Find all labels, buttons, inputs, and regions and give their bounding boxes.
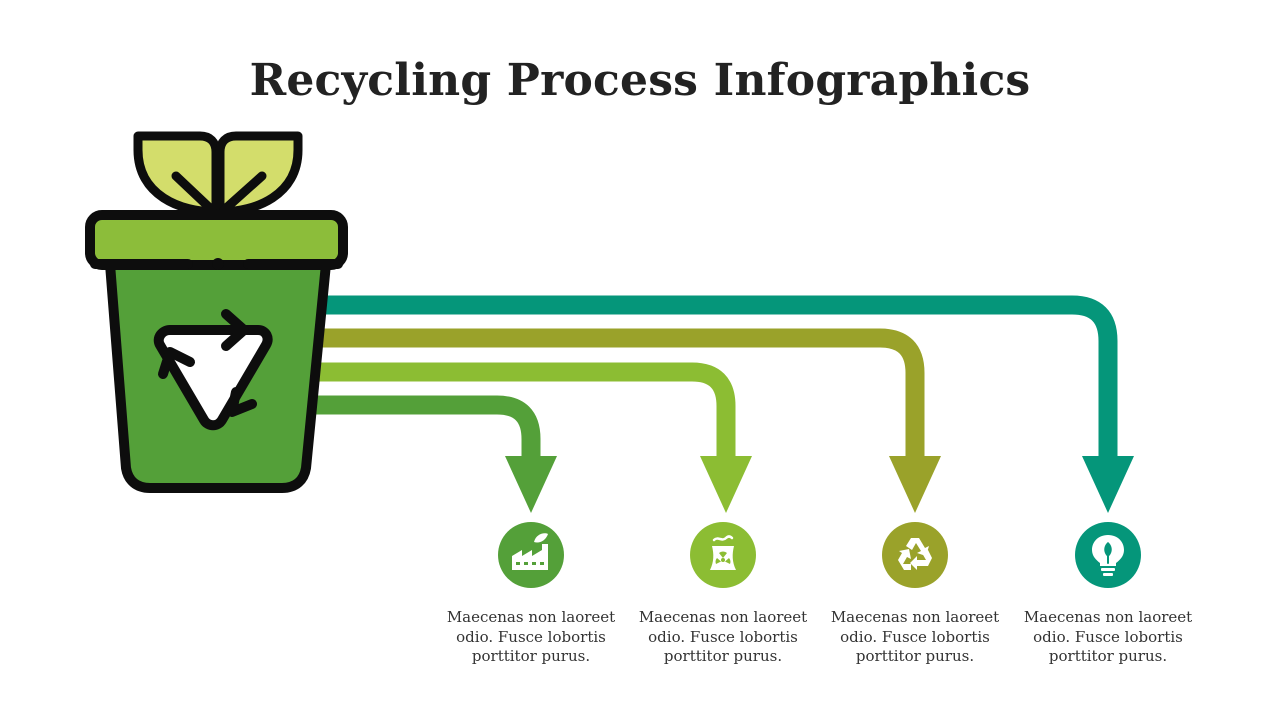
- arrowhead-1: [505, 456, 557, 513]
- arrowhead-2: [700, 456, 752, 513]
- page-title: Recycling Process Infographics: [249, 55, 1031, 106]
- flow-line-3: [300, 328, 925, 462]
- flow-arrowheads: [505, 456, 1134, 513]
- arrowhead-4: [1082, 456, 1134, 513]
- step-2-text: Maecenas non laoreet odio. Fusce loborti…: [638, 608, 808, 665]
- step-3-icon-circle: [882, 522, 948, 588]
- step-4-icon-circle: [1075, 522, 1141, 588]
- flow-line-1: [300, 395, 541, 462]
- step-1-icon-circle: [498, 522, 564, 588]
- flow-line-2: [300, 362, 736, 462]
- recycle-bin-icon: [85, 131, 348, 493]
- eco-bulb-icon: [1092, 535, 1124, 576]
- nuclear-plant-icon: [710, 535, 736, 570]
- step-2-icon-circle: [690, 522, 756, 588]
- bin-recycle-triangle: [153, 325, 273, 431]
- flow-lines: [300, 295, 1118, 462]
- step-3-text: Maecenas non laoreet odio. Fusce loborti…: [830, 608, 1000, 665]
- arrowhead-3: [889, 456, 941, 513]
- factory-icon: [512, 533, 548, 570]
- recycle-icon: [898, 538, 932, 570]
- bin-rim: [85, 210, 348, 270]
- step-4-text: Maecenas non laoreet odio. Fusce loborti…: [1023, 608, 1193, 665]
- step-1-text: Maecenas non laoreet odio. Fusce loborti…: [446, 608, 616, 665]
- flow-line-4: [300, 295, 1118, 462]
